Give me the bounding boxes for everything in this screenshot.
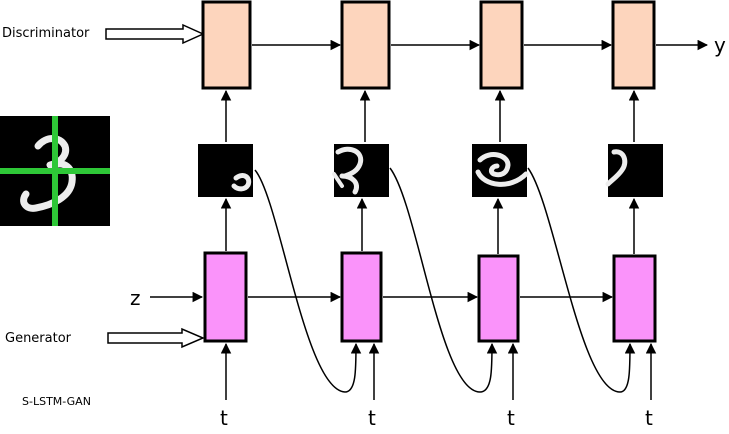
feedback-curves xyxy=(254,167,636,393)
generator-cell-2 xyxy=(340,251,383,343)
generator-cell-4 xyxy=(612,254,657,343)
generator-cell-1 xyxy=(203,251,248,343)
patch-2 xyxy=(332,144,389,197)
full-digit-image xyxy=(0,116,110,226)
time-input-label-4: t xyxy=(645,406,653,430)
patch-1 xyxy=(198,144,253,197)
time-input-label-3: t xyxy=(507,406,515,430)
discriminator-cell-1 xyxy=(201,0,252,90)
discriminator-cell-3 xyxy=(479,0,524,90)
discriminator-cell-2 xyxy=(340,0,391,90)
generator-to-patch-arrows xyxy=(220,197,640,254)
patch-to-discriminator-arrows xyxy=(220,89,640,142)
patch-4 xyxy=(605,144,663,197)
generator-input-arrow xyxy=(107,327,205,349)
time-input-label-1: t xyxy=(220,406,228,430)
time-input-label-2: t xyxy=(368,406,376,430)
time-input-arrows xyxy=(220,342,657,400)
noise-z-label: z xyxy=(130,286,141,310)
discriminator-label: Discriminator xyxy=(2,26,90,41)
discriminator-chain xyxy=(201,0,709,90)
discriminator-input-arrow xyxy=(105,23,205,45)
diagram-caption: S-LSTM-GAN xyxy=(22,395,91,408)
output-y-label: y xyxy=(714,33,726,57)
discriminator-cell-4 xyxy=(611,0,656,90)
patch-3 xyxy=(472,144,529,197)
generator-chain xyxy=(203,251,657,343)
generator-cell-3 xyxy=(477,254,520,343)
generator-label: Generator xyxy=(5,331,72,346)
